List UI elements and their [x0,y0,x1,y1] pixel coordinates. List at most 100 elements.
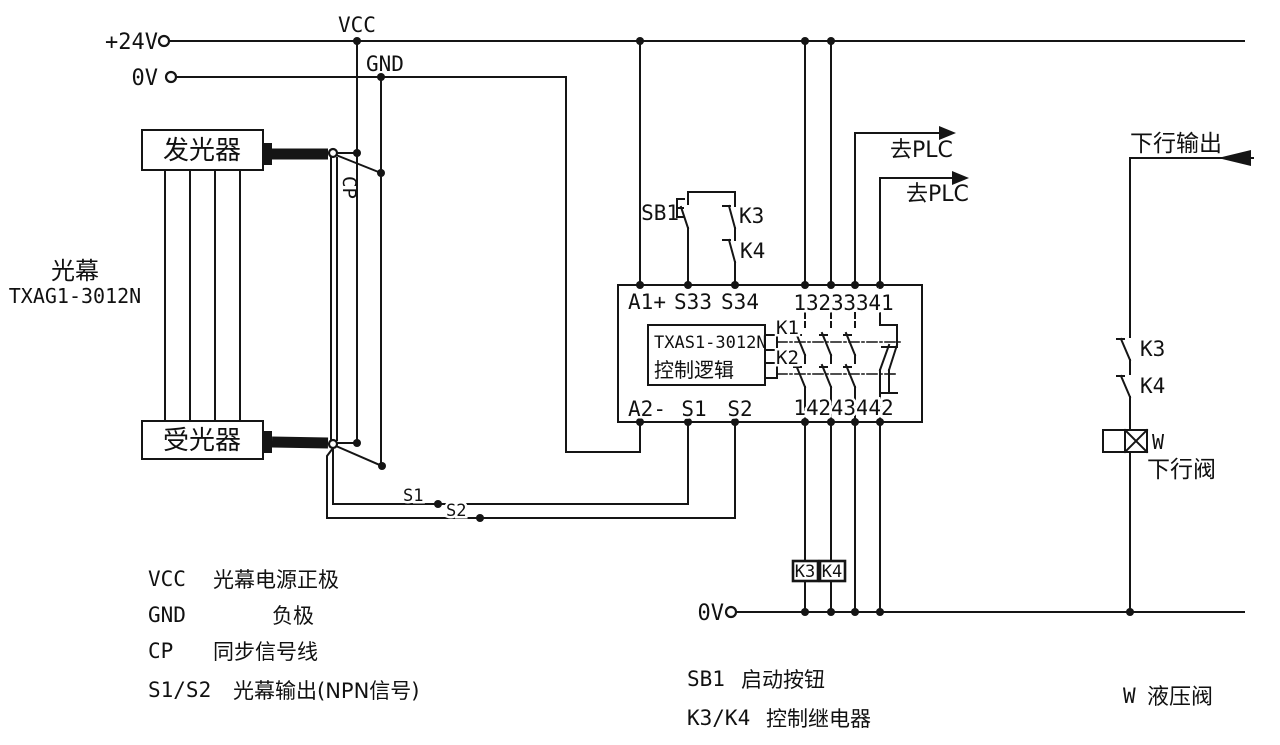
junction-dot [377,169,385,177]
valve-solenoid-x [1123,428,1149,454]
terminal-label-s2: S2 [727,397,752,421]
terminal-label-a2: A2- [628,397,666,421]
legend-center: SB1 启动按钮 K3/K4 控制继电器 [687,667,871,731]
terminal-label-41: 41 [868,291,893,315]
plc1-wire [854,132,941,286]
receiver-box [141,420,264,460]
terminal-label-a1: A1+ [628,290,666,314]
legend-left: VCC 光幕电源正极 GND 负极 CP 同步信号线 S1/S2 光幕输出(NP… [148,567,419,703]
plc2-wire [879,177,954,286]
no-contact-pair [843,331,857,423]
junction-dot [476,514,484,522]
legend-term: W [1123,684,1136,708]
terminal-dot-a1 [636,281,644,289]
down-output-arrowhead [1218,150,1251,166]
receiver-connector [327,438,339,450]
k2-label: K2 [776,347,799,369]
junction-dot [377,73,385,81]
valve-branch-wire [1116,157,1254,613]
junction-dot [851,608,859,616]
junction-dot [801,608,809,616]
legend-desc: 液压阀 [1147,685,1213,710]
junction-dot [876,608,884,616]
k1-label: K1 [776,317,799,339]
terminal-label-23: 23 [818,291,843,315]
k2-output-tab [764,362,778,379]
junction-dot [636,37,644,45]
s1-wire-label: S1 [403,486,423,506]
down-output-label: 下行输出 [1130,131,1222,157]
receiver-label: 受光器 [163,426,241,456]
terminal-dot-14 [801,418,809,426]
terminal-dot-s1 [684,418,692,426]
plc2-label: 去PLC [906,182,969,207]
terminal-dot-13 [801,281,809,289]
controller-inner-box [647,324,766,386]
valve-left-box [1102,429,1126,453]
terminal-dot-23 [827,281,835,289]
junction-dots [353,37,1134,616]
no-contact-pair [793,331,807,423]
legend-term: K3/K4 [687,706,750,730]
wires [164,40,1254,613]
k3-k4-contact-symbols [722,204,737,286]
junction-dot [353,439,361,447]
terminal-dot-s33 [684,281,692,289]
terminal-label-14: 14 [793,396,818,420]
contact-column-33-34 [843,312,857,423]
legend-term: CP [148,639,173,663]
k3-coil-label: K3 [795,562,815,582]
terminal-dot-41 [876,281,884,289]
k4-coil-box [818,559,847,583]
junction-dot [801,37,809,45]
k4-coil-label: K4 [822,562,842,582]
terminal-dot-24 [827,418,835,426]
terminal-label-s1: S1 [681,397,706,421]
no-contact-pair [819,331,833,423]
gnd-label: GND [366,52,404,76]
start-k3-label: K3 [739,204,764,228]
terminal-label-13: 13 [793,291,818,315]
terminal-dot-s2 [731,418,739,426]
rail-0v-to-a2 [176,76,641,453]
junction-dot [378,462,386,470]
k3-coil-box [791,559,820,583]
legend-right: W 液压阀 [1123,684,1213,710]
cp-wire-label: CP [338,176,360,199]
valve-w-label: W [1152,430,1165,454]
junction-dot [434,500,442,508]
legend-term: SB1 [687,667,725,691]
emitter-label: 发光器 [163,136,241,166]
emitter-connector [327,147,339,159]
curtain-name-line1: 光幕 [51,257,99,285]
terminal-label-24: 24 [818,396,843,420]
nc-contact-41-42 [878,312,899,423]
terminal-label-33: 33 [843,291,868,315]
legend-desc: 启动按钮 [741,668,825,692]
legend-desc: 光幕输出(NPN信号) [233,679,419,703]
terminal-dot-33 [851,281,859,289]
curtain-name-line2: TXAG1-3012N [9,284,141,308]
legend-desc: 控制继电器 [766,707,871,731]
branch-k4-label: K4 [1140,374,1165,398]
contact-column-23-24 [819,312,833,423]
legend-term: VCC [148,567,186,591]
plus24v-label: +24V [105,30,158,55]
legend-term: S1/S2 [148,678,211,702]
junction-dot [827,608,835,616]
terminal-label-s33: S33 [674,290,712,314]
s2-output-wire [326,421,736,519]
controller-logic-label: 控制逻辑 [654,358,734,382]
sb1-label: SB1 [641,201,679,225]
zero-volt-terminal [164,70,178,84]
junction-dot [353,37,361,45]
receiver-cable [271,436,329,449]
terminal-label-s34: S34 [721,290,759,314]
emitter-box [141,129,264,171]
zero-volt-top-label: 0V [132,66,159,91]
plc1-label: 去PLC [890,138,953,163]
curtain-beam-lines [164,169,241,422]
s2-wire-label: S2 [446,501,466,521]
